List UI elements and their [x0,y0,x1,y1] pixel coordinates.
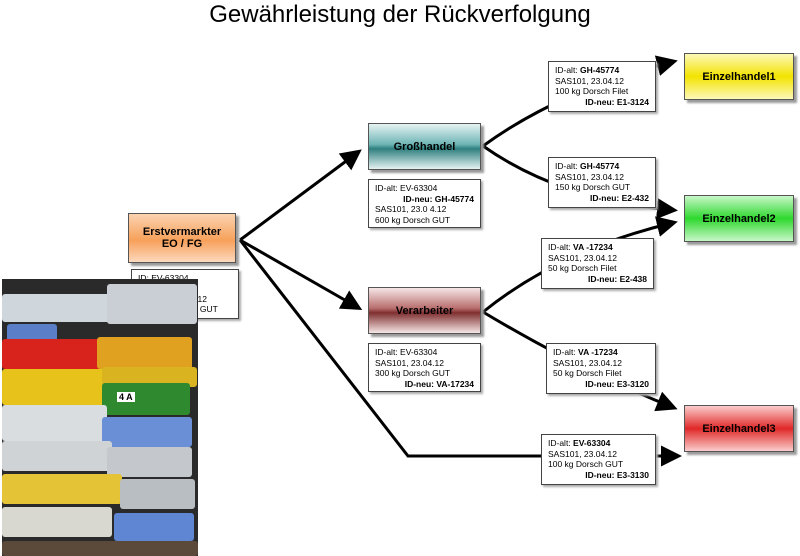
node-verarbeiter: Verarbeiter [368,287,481,334]
va-e3-id-alt: VA -17234 [578,347,618,357]
info-ev-e3: ID-alt: EV-63304 SAS101, 23.04.12 100 kg… [541,434,656,485]
ev-e3-id-neu: ID-neu: E3-3130 [585,469,649,480]
crate [2,339,102,369]
verarb-qty: 300 kg Dorsch GUT [375,368,451,378]
arrow-erst-gross [239,149,362,242]
va-e2-sas: SAS101, 23.04.12 [548,252,618,263]
einzelhandel2-label: Einzelhandel2 [702,212,776,225]
crate [2,474,122,504]
ev-e3-label: ID-alt: [548,438,571,448]
crate [2,507,112,537]
node-einzelhandel2: Einzelhandel2 [684,195,794,242]
crate [107,284,197,324]
gh-e2-id-alt: GH-45774 [580,161,620,171]
crate-label-tag: 4 A [117,392,135,402]
crate [107,447,192,477]
info-va-e2: ID-alt: VA -17234 SAS101, 23.04.12 50 kg… [541,238,654,289]
crate [2,405,107,441]
arrow-erst-verarb [239,238,363,310]
va-e2-label: ID-alt: [548,242,571,252]
va-e2-qty: 50 kg Dorsch Filet [548,263,617,273]
erstvermarkter-line2: EO / FG [161,238,203,250]
erstvermarkter-line1: Erstvermarkter [142,226,222,238]
ev-e3-qty: 100 kg Dorsch GUT [548,459,624,469]
gh-e2-label: ID-alt: [555,161,578,171]
crate [2,441,112,471]
crate [120,479,195,509]
crate [102,417,192,447]
erst-id: ID: EV-63304 [138,273,189,283]
crate [97,337,192,369]
crate [2,369,112,405]
node-einzelhandel3: Einzelhandel3 [684,405,794,452]
gross-id-neu: ID-neu: GH-45774 [403,193,474,204]
info-grosshandel: ID-alt: EV-63304 ID-neu: GH-45774 SAS101… [368,179,481,228]
grosshandel-label: Großhandel [393,140,456,153]
gh-e1-id-neu: ID-neu: E1-3124 [585,96,649,107]
crate [102,367,197,387]
gross-sas: SAS101, 23.0 4.12 [375,204,447,214]
ev-e3-sas: SAS101, 23.04.12 [548,448,618,459]
einzelhandel3-label: Einzelhandel3 [702,422,776,435]
verarb-id-neu: ID-neu: VA-17234 [404,378,474,389]
gross-id-alt: ID-alt: EV-63304 [375,183,438,193]
info-verarbeiter: ID-alt: EV-63304 SAS101, 23.04.12 300 kg… [368,343,481,392]
gh-e2-id-neu: ID-neu: E2-432 [589,192,649,203]
node-erstvermarkter: Erstvermarkter EO / FG [128,213,236,263]
ev-e3-id-alt: EV-63304 [573,438,611,448]
va-e3-sas: SAS101, 23.04.12 [553,357,623,368]
gross-qty: 600 kg Dorsch GUT [375,214,451,225]
va-e3-id-neu: ID-neu: E3-3120 [585,378,649,389]
info-gh-e1: ID-alt: GH-45774 SAS101, 23.04.12 100 kg… [548,61,656,112]
fish-crates-photo: 4 A [2,279,198,556]
gh-e2-qty: 150 kg Dorsch GUT [555,182,631,192]
verarb-sas: SAS101, 23.04.12 [375,357,445,368]
verarb-id-alt: ID-alt: EV-63304 [375,347,438,357]
verarbeiter-label: Verarbeiter [395,304,454,317]
crate [102,383,190,415]
page-title: Gewährleistung der Rückverfolgung [209,1,591,28]
crate [114,513,194,541]
pallet [2,541,198,556]
va-e2-id-alt: VA -17234 [573,242,613,252]
va-e2-id-neu: ID-neu: E2-438 [587,273,647,284]
node-grosshandel: Großhandel [368,123,481,170]
gh-e1-id-alt: GH-45774 [580,65,620,75]
va-e3-qty: 50 kg Dorsch Filet [553,368,622,378]
einzelhandel1-label: Einzelhandel1 [702,70,776,83]
gh-e1-label: ID-alt: [555,65,578,75]
info-va-e3: ID-alt: VA -17234 SAS101, 23.04.12 50 kg… [546,343,656,394]
info-gh-e2: ID-alt: GH-45774 SAS101, 23.04.12 150 kg… [548,157,656,208]
gh-e1-qty: 100 kg Dorsch Filet [555,86,629,96]
node-einzelhandel1: Einzelhandel1 [684,53,794,100]
gh-e2-sas: SAS101, 23.04.12 [555,171,625,182]
crate [2,294,122,322]
gh-e1-sas: SAS101, 23.04.12 [555,75,625,86]
va-e3-label: ID-alt: [553,347,576,357]
